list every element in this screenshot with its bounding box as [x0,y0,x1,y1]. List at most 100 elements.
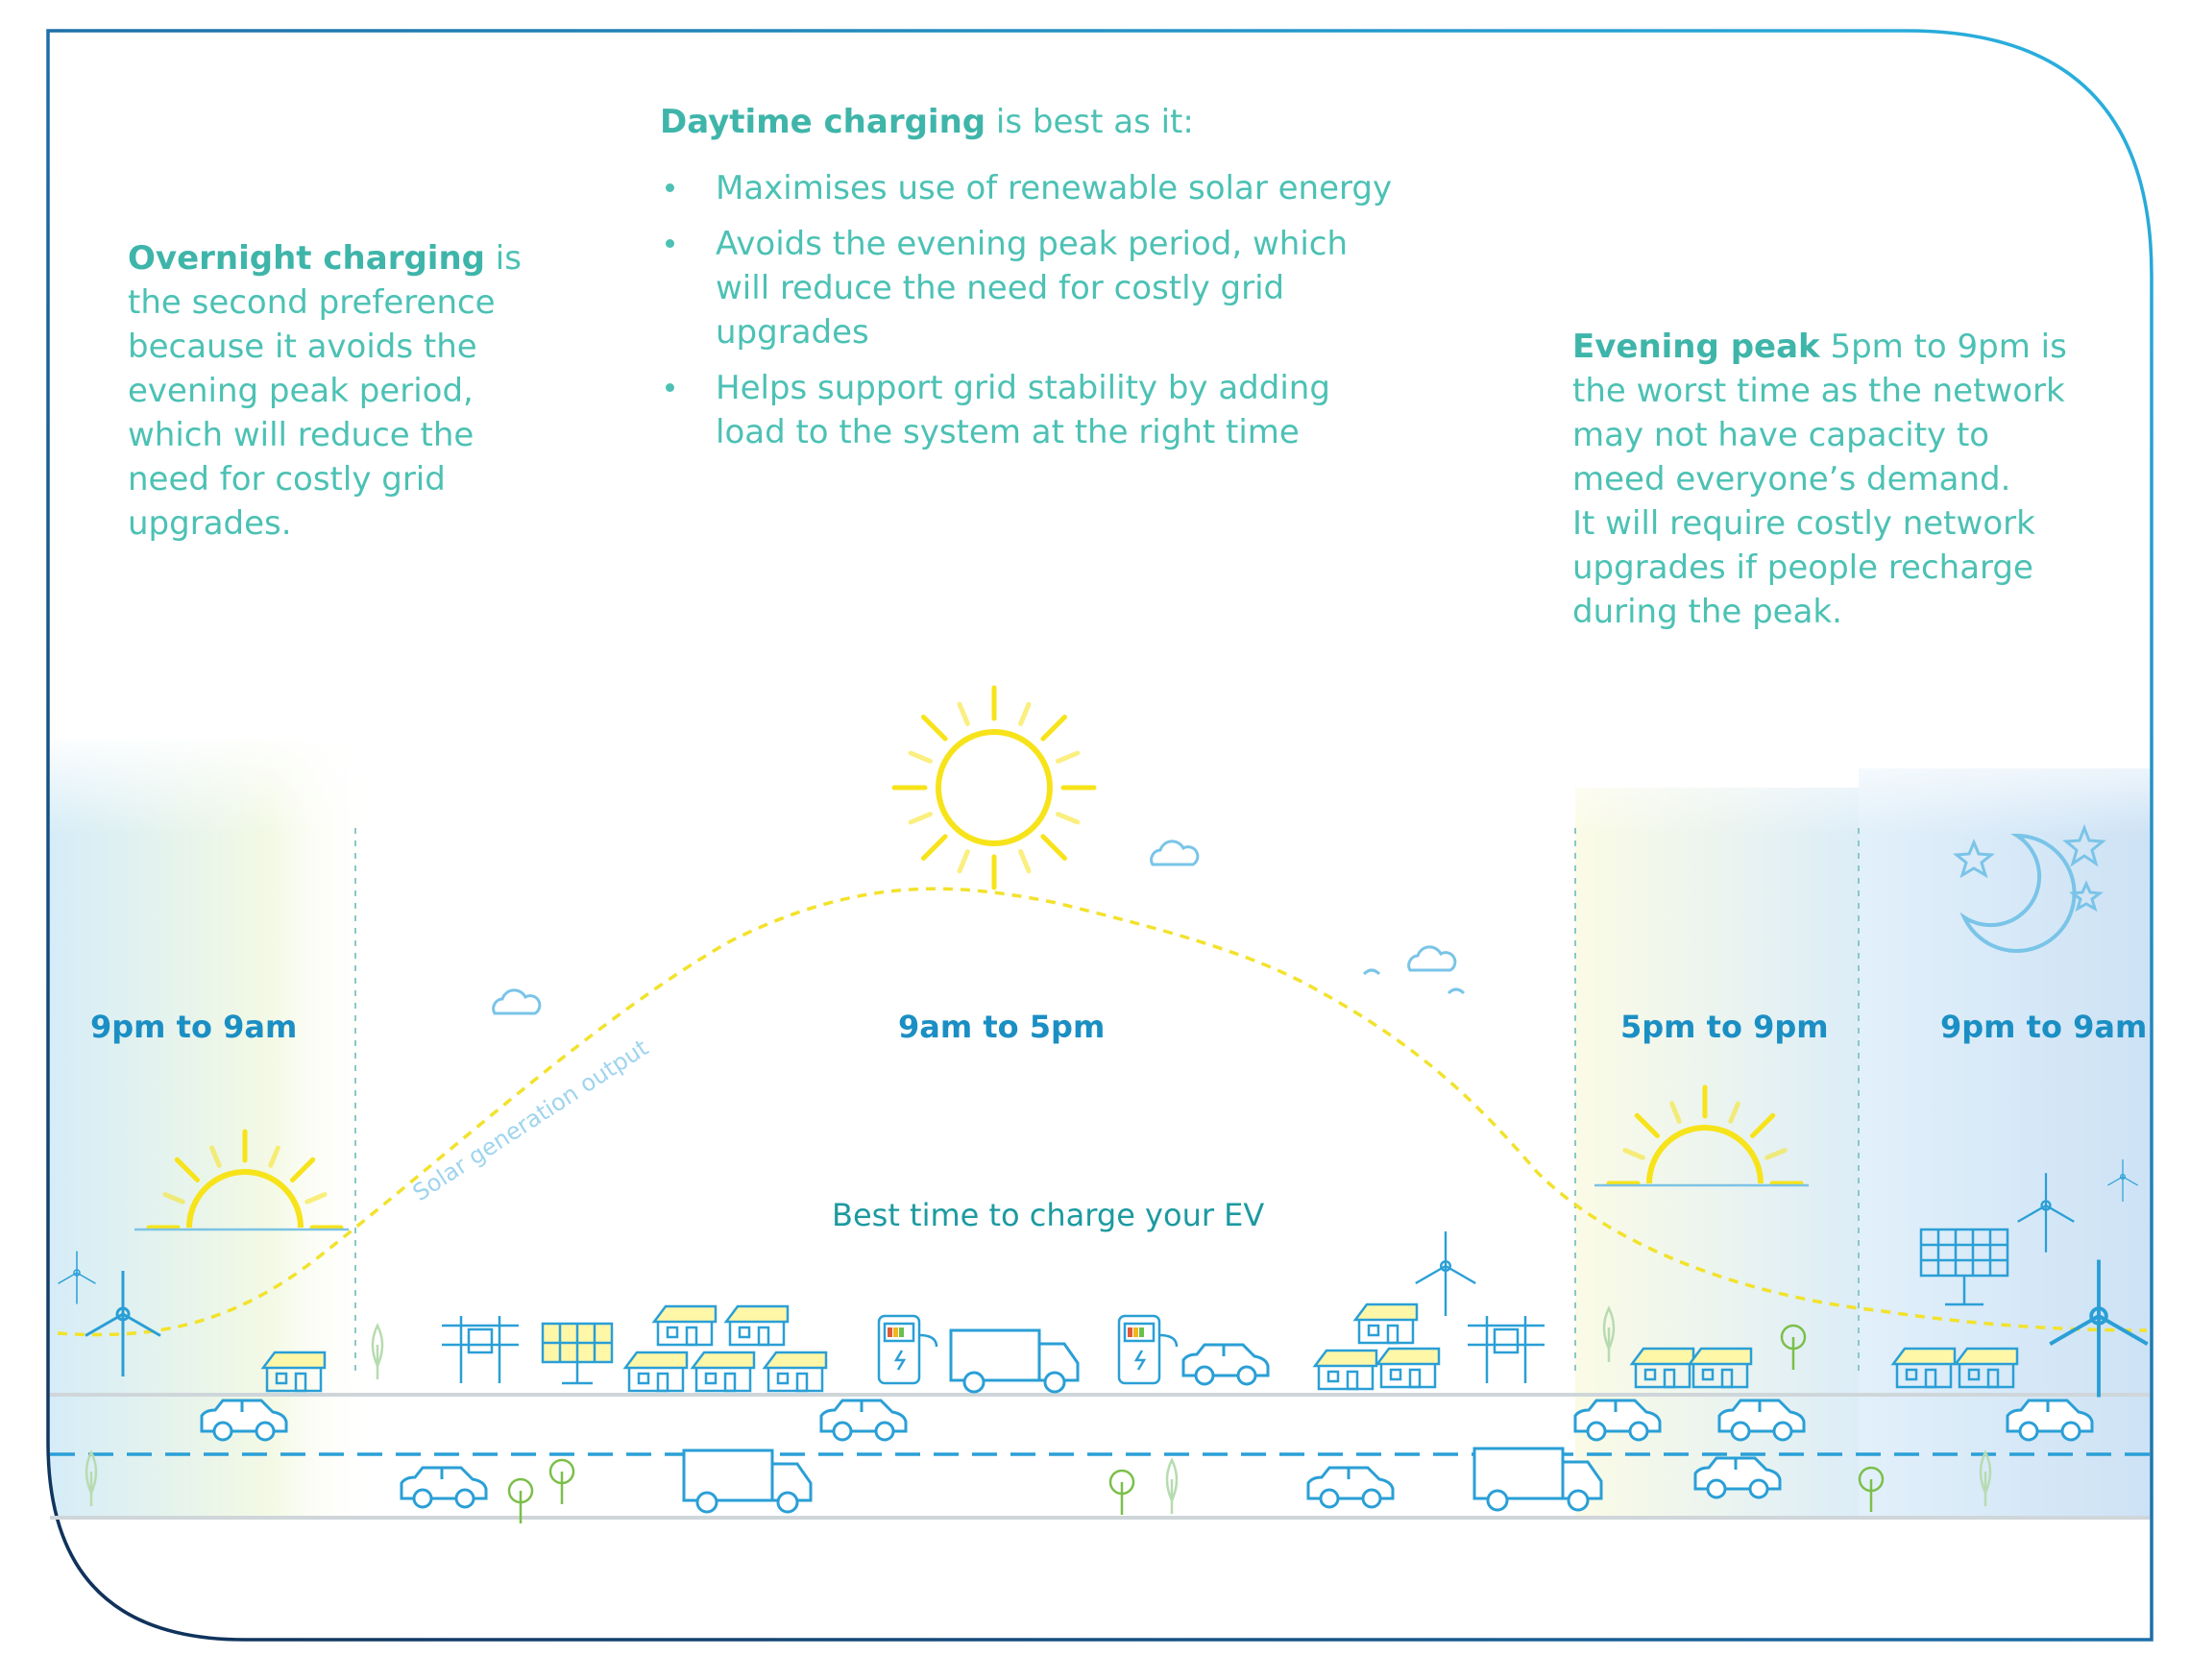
bullet-line: Helps support grid stability by adding [716,369,1330,407]
wind-turbine-icon [1415,1230,1476,1317]
frame-border [46,29,2154,1642]
tree-icon [1602,1305,1616,1362]
bullet-line: load to the system at the right time [716,413,1300,451]
overnight-line: the second preference [128,283,496,322]
overnight-line: which will reduce the [128,416,474,454]
period-label-daytime: 9am to 5pm [898,1009,1106,1045]
overnight-heading: Overnight charging [128,239,485,278]
overnight-line: upgrades. [128,504,292,543]
truck-icon [949,1328,1080,1394]
sun-icon [891,685,1097,890]
period-label-overnight-left: 9pm to 9am [90,1009,298,1045]
car-icon [2006,1399,2094,1442]
truck-icon [1472,1447,1603,1512]
tree-icon [1780,1324,1807,1370]
car-icon [1306,1466,1395,1509]
sunrise-icon [134,1129,349,1231]
time-of-day-bands [48,730,2152,1518]
tree-icon [85,1305,1992,1523]
house-icon [1312,1349,1378,1391]
house-icon [690,1351,756,1393]
sunset-icon [1594,1084,1809,1187]
car-icon [200,1399,288,1442]
evening-line: the worst time as the network [1572,372,2065,410]
house-icon [260,1351,327,1393]
evening-line: meed everyone’s demand. [1572,460,2011,499]
period-label-evening: 5pm to 9pm [1620,1009,1829,1045]
road [50,1393,2150,1520]
tree-icon [85,1449,98,1506]
wind-turbine-icon [2049,1259,2149,1398]
house-icon [622,1351,689,1393]
wind-turbine-icon [58,1251,96,1304]
tree-icon [1108,1469,1135,1515]
car-icon [200,1343,2094,1509]
evening-line: It will require costly network [1572,504,2035,543]
tree-icon [1165,1457,1179,1514]
bullet-line: Avoids the evening peak period, which [716,225,1349,263]
tree-icon [1979,1449,1992,1506]
truck-icon [682,1449,813,1514]
house-icon [260,1303,2019,1393]
daytime-benefit-item: Avoids the evening peak period, which wi… [660,222,1392,354]
car-icon [1573,1399,1662,1442]
daytime-heading: Daytime charging [660,103,986,141]
evening-line: during the peak. [1572,593,1842,631]
period-label-overnight-right: 9pm to 9am [1940,1009,2148,1045]
tree-icon [548,1458,575,1504]
solar-panel-icon [541,1228,2009,1385]
car-icon [400,1466,488,1509]
daytime-benefits-list: Maximises use of renewable solar energy … [660,166,1392,466]
overnight-line: because it avoids the [128,328,477,366]
house-icon [1375,1347,1441,1389]
daytime-benefit-item: Helps support grid stability by adding l… [660,366,1392,454]
wind-turbine-icon [2107,1158,2138,1203]
daytime-benefit-item: Maximises use of renewable solar energy [660,166,1392,210]
house-icon [1953,1347,2019,1389]
best-time-label: Best time to charge your EV [832,1197,1265,1233]
car-icon [1693,1456,1782,1499]
wind-turbine-icon [58,1158,2149,1398]
bullet-icon [666,239,674,248]
overnight-charging-text: Overnight charging is the second prefere… [128,236,522,546]
truck-icon [682,1328,1603,1514]
car-icon [819,1399,908,1442]
bullet-icon [666,383,674,392]
overnight-line: evening peak period, [128,372,474,410]
wind-turbine-icon [85,1271,161,1376]
bullet-line: upgrades [716,313,869,352]
overnight-line: is [485,239,522,278]
daytime-intro-rest: is best as it: [986,103,1194,141]
house-icon [1687,1347,1753,1389]
evening-line: upgrades if people recharge [1572,548,2033,587]
daytime-charging-intro: Daytime charging is best as it: [660,100,1194,144]
car-icon [1717,1399,1806,1442]
bullet-icon [666,183,674,192]
car-icon [1181,1343,1270,1386]
house-icon [1629,1347,1695,1389]
power-pole-icon [442,1316,1545,1383]
overnight-line: need for costly grid [128,460,446,499]
house-icon [762,1351,828,1393]
evening-line: may not have capacity to [1572,416,1990,454]
house-icon [1352,1303,1419,1345]
bullet-line: Maximises use of renewable solar energy [716,169,1393,207]
evening-peak-text: Evening peak 5pm to 9pm is the worst tim… [1572,325,2067,634]
house-icon [651,1304,718,1347]
house-icon [723,1304,790,1347]
wind-turbine-icon [2017,1173,2075,1253]
evening-line: 5pm to 9pm is [1819,328,2067,366]
period-dividers [354,828,1860,1374]
house-icon [1890,1347,1957,1389]
tree-icon [371,1323,384,1379]
bullet-line: will reduce the need for costly grid [716,269,1285,307]
tree-icon [507,1477,534,1523]
ev-charger-icon [877,1314,1179,1385]
star-icon [1953,823,2106,913]
evening-heading: Evening peak [1572,328,1820,366]
tree-icon [1858,1466,1885,1512]
moon-icon [1959,833,2077,953]
cloud-icon [492,840,1466,1015]
